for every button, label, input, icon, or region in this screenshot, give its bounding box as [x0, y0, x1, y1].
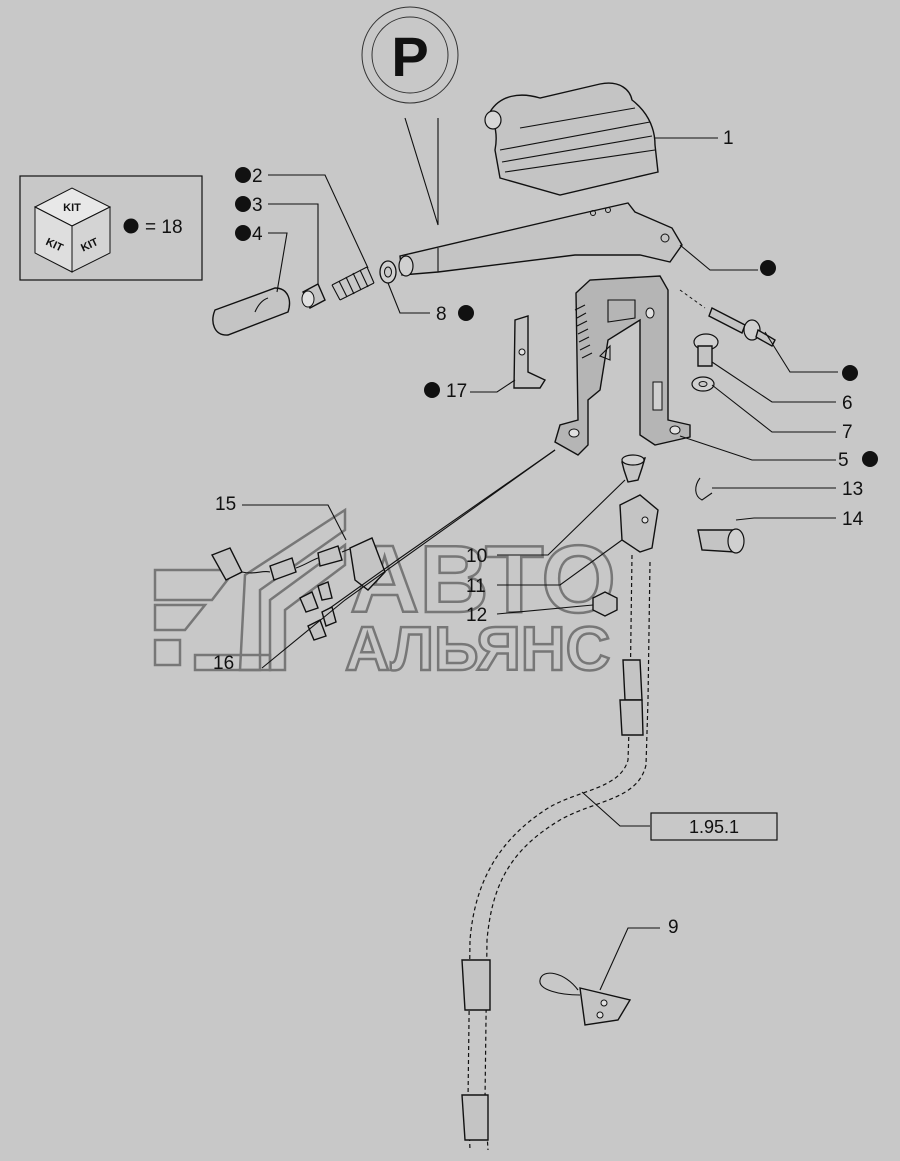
- watermark-text-line2: АЛЬЯНС: [345, 615, 610, 684]
- callout-16: 16: [213, 653, 234, 674]
- parking-ring-outer: [361, 6, 459, 104]
- dot-item-rivet: [842, 365, 858, 381]
- part-3-bushing: [301, 283, 326, 309]
- part-5-bracket: [554, 275, 691, 456]
- part-11-clevis: [619, 494, 659, 553]
- part-13-split-pin: [695, 477, 713, 501]
- callout-14: 14: [842, 509, 864, 530]
- reference-box[interactable]: [650, 812, 778, 841]
- reference-label[interactable]: 1.95.1: [689, 817, 739, 837]
- watermark-logo: [153, 507, 347, 672]
- part-16-screws: [299, 581, 337, 641]
- part-rivet-pin: [679, 289, 776, 347]
- kit-legend-text: = 18: [145, 217, 183, 238]
- parking-pointer: [404, 117, 439, 226]
- parking-cable: [461, 554, 651, 1151]
- callout-11: 11: [466, 576, 486, 597]
- part-lever: [398, 202, 683, 277]
- callout-15: 15: [215, 494, 236, 515]
- callout-3: 3: [252, 195, 263, 216]
- dot-item-5: [862, 451, 878, 467]
- dot-item-2: [235, 167, 251, 183]
- dot-item-3: [235, 196, 251, 212]
- parking-symbol: P: [361, 6, 459, 226]
- part-2-spring: [331, 266, 375, 301]
- kit-dot-marker: [123, 218, 139, 234]
- part-10-plug: [621, 454, 646, 483]
- callout-9: 9: [668, 917, 679, 938]
- part-17-clip: [513, 315, 547, 389]
- dot-item-17: [424, 382, 440, 398]
- callout-10: 10: [466, 546, 487, 567]
- parking-ring-inner: [371, 16, 449, 94]
- kit-face-top: KIT: [63, 202, 81, 214]
- callout-5: 5: [838, 450, 849, 471]
- kit-legend: KIT KIT KIT = 18: [19, 175, 203, 281]
- part-15-switch: [210, 537, 386, 591]
- part-1-boot: [484, 82, 659, 196]
- reference-link[interactable]: 1.95.1: [650, 812, 778, 841]
- part-8-washer: [379, 260, 397, 284]
- callout-12: 12: [466, 605, 487, 626]
- watermark-text-line1: АВТО: [350, 526, 616, 633]
- callout-1: 1: [723, 128, 734, 149]
- part-14-pin: [697, 528, 745, 554]
- callout-labels: 1 2 3 4 5 6 7 8 9 10 11 12 13 14 15 16 1…: [213, 128, 864, 938]
- leader-lines: [242, 137, 838, 991]
- callout-13: 13: [842, 479, 863, 500]
- watermark: АВТО АЛЬЯНС: [153, 507, 617, 685]
- callout-8: 8: [436, 304, 447, 325]
- kit-dots: [235, 167, 878, 467]
- callout-17: 17: [446, 381, 467, 402]
- dot-item-4: [235, 225, 251, 241]
- callout-6: 6: [842, 393, 853, 414]
- part-7-washer: [691, 376, 715, 392]
- part-6-bolt: [693, 333, 719, 367]
- part-9-clamp: [539, 972, 632, 1026]
- part-4-grip: [212, 287, 291, 336]
- kit-cube-icon: KIT KIT KIT: [33, 187, 112, 273]
- callout-7: 7: [842, 422, 853, 443]
- dot-item-lever: [760, 260, 776, 276]
- callout-2: 2: [252, 166, 263, 187]
- dot-item-8: [458, 305, 474, 321]
- part-12-nut: [592, 591, 618, 617]
- parking-letter: P: [391, 25, 428, 88]
- callout-4: 4: [252, 224, 263, 245]
